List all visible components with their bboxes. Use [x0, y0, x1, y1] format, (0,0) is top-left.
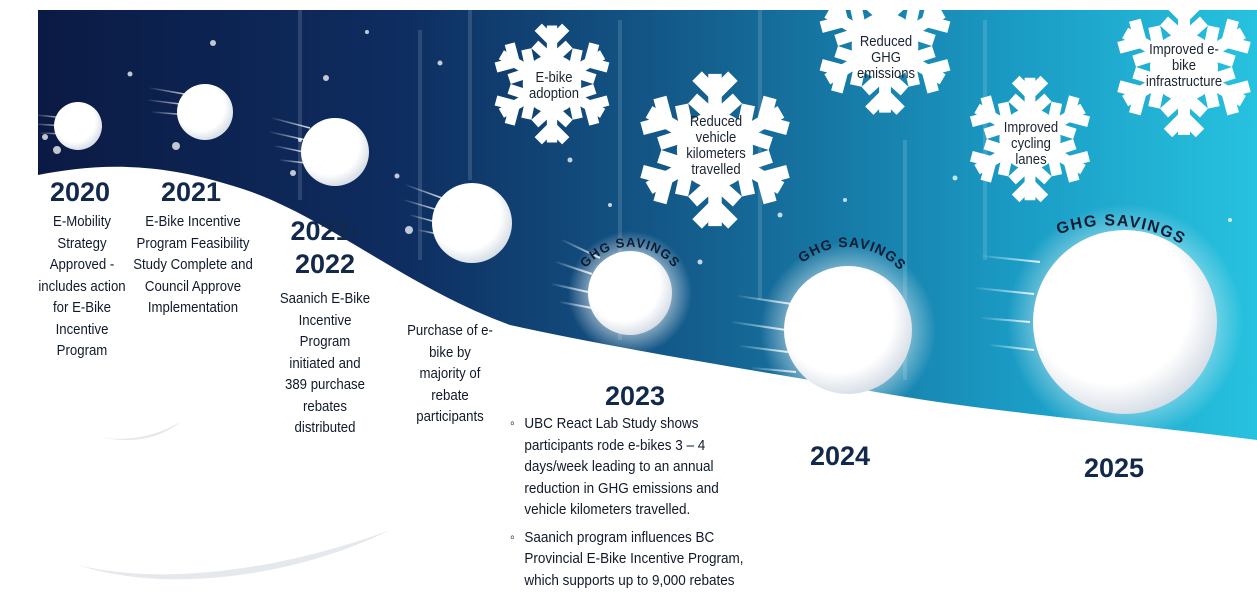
snowball-2020	[33, 102, 102, 150]
swoosh-shadow-2	[78, 530, 390, 580]
milestone-year: 2025	[1083, 453, 1145, 483]
snowball-purchase	[403, 183, 512, 263]
bullet-item: UBC React Lab Study shows participants r…	[510, 413, 746, 521]
milestone-bullets: UBC React Lab Study shows participants r…	[510, 413, 746, 597]
snowflake-label: Improved e-bike infrastructure	[1145, 42, 1223, 90]
milestone-year: 2021- 2022	[270, 215, 380, 281]
snowball-2021-2022	[269, 117, 369, 186]
year-line: 2022	[294, 249, 356, 279]
milestone-description: E-Mobility Strategy Approved - includes …	[38, 213, 126, 359]
snowflake-label: E-bike adoption	[528, 70, 580, 102]
milestone-description: E-Bike Incentive Program Feasibility Stu…	[133, 213, 253, 316]
snowflake-label: Reduced GHG emissions	[856, 34, 916, 82]
milestone-year: 2021	[160, 177, 222, 207]
milestone-description: Saanich E-Bike Incentive Program initiat…	[279, 290, 371, 436]
swoosh-shadow-1	[80, 422, 180, 441]
milestone-year: 2024	[809, 441, 871, 471]
milestone-year: 2020	[49, 177, 111, 207]
milestone-year: 2023	[604, 381, 666, 411]
snowflake-label: Reduced vehicle kilometers travelled	[686, 114, 746, 178]
milestone-description: Purchase of e-bike by majority of rebate…	[407, 322, 493, 425]
snowball-2021	[147, 84, 233, 140]
year-line: 2021-	[290, 216, 360, 246]
night-sky	[38, 10, 1257, 440]
snowball-2023: GHG SAVINGS	[551, 231, 692, 355]
bullet-item: Saanich program influences BC Provincial…	[510, 527, 746, 592]
snowflake-label: Improved cycling lanes	[1003, 120, 1059, 168]
snowball-2025: GHG SAVINGS	[975, 204, 1243, 440]
